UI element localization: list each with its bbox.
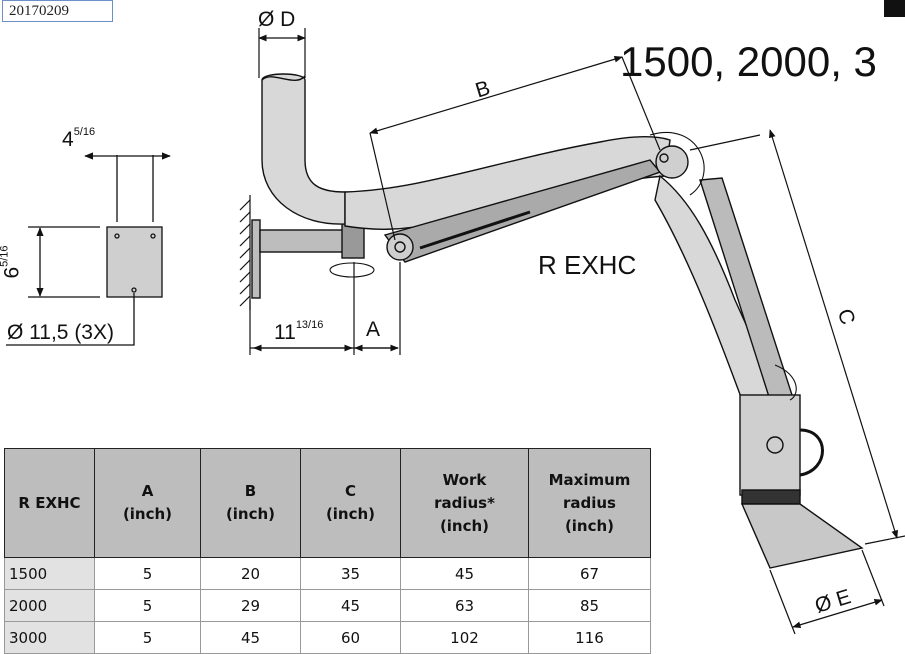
corner-mark [884, 0, 905, 17]
table-row: 1500 5 20 35 45 67 [4, 557, 651, 590]
table-cell: 3000 [4, 621, 95, 654]
date-stamp: 20170209 [2, 0, 113, 22]
table-cell: 102 [400, 621, 529, 654]
table-cell: 45 [200, 621, 301, 654]
dim-width-label: 45/16 [62, 126, 96, 151]
dim-offset-label: 1113/16 [274, 319, 324, 344]
table-cell: 5 [94, 557, 201, 590]
table-cell: 63 [400, 589, 529, 622]
col-header-a: A(inch) [94, 448, 201, 558]
dimension-lines [249, 28, 905, 635]
col-header-b: B(inch) [200, 448, 301, 558]
technical-drawing [6, 28, 905, 635]
table-cell: 2000 [4, 589, 95, 622]
dim-d-label: Ø D [258, 8, 296, 31]
table-row: 2000 5 29 45 63 85 [4, 589, 651, 622]
table-cell: 45 [300, 589, 401, 622]
table-cell: 1500 [4, 557, 95, 590]
col-header-model: R EXHC [4, 448, 95, 558]
table-cell: 5 [94, 621, 201, 654]
drop-hose [654, 174, 793, 409]
table-cell: 45 [400, 557, 529, 590]
holes-label: Ø 11,5 (3X) [7, 321, 114, 344]
table-cell: 29 [200, 589, 301, 622]
table-cell: 60 [300, 621, 401, 654]
models-title: 1500, 2000, 3 [620, 38, 877, 85]
model-label: R EXHC [538, 250, 637, 280]
wall-bracket [251, 219, 365, 299]
col-header-c: C(inch) [300, 448, 401, 558]
upper-hose [261, 73, 346, 225]
dim-a-label: A [366, 318, 381, 341]
table-cell: 116 [528, 621, 651, 654]
table-cell: 85 [528, 589, 651, 622]
table-cell: 20 [200, 557, 301, 590]
wall-hatch [239, 195, 251, 310]
table-cell: 35 [300, 557, 401, 590]
dim-height-label: 65/16 [0, 245, 24, 279]
arm-linkage [383, 145, 689, 263]
table-cell: 67 [528, 557, 651, 590]
hood [739, 394, 864, 569]
table-cell: 5 [94, 589, 201, 622]
table-row: 3000 5 45 60 102 116 [4, 621, 651, 654]
wall-plate [6, 152, 171, 346]
